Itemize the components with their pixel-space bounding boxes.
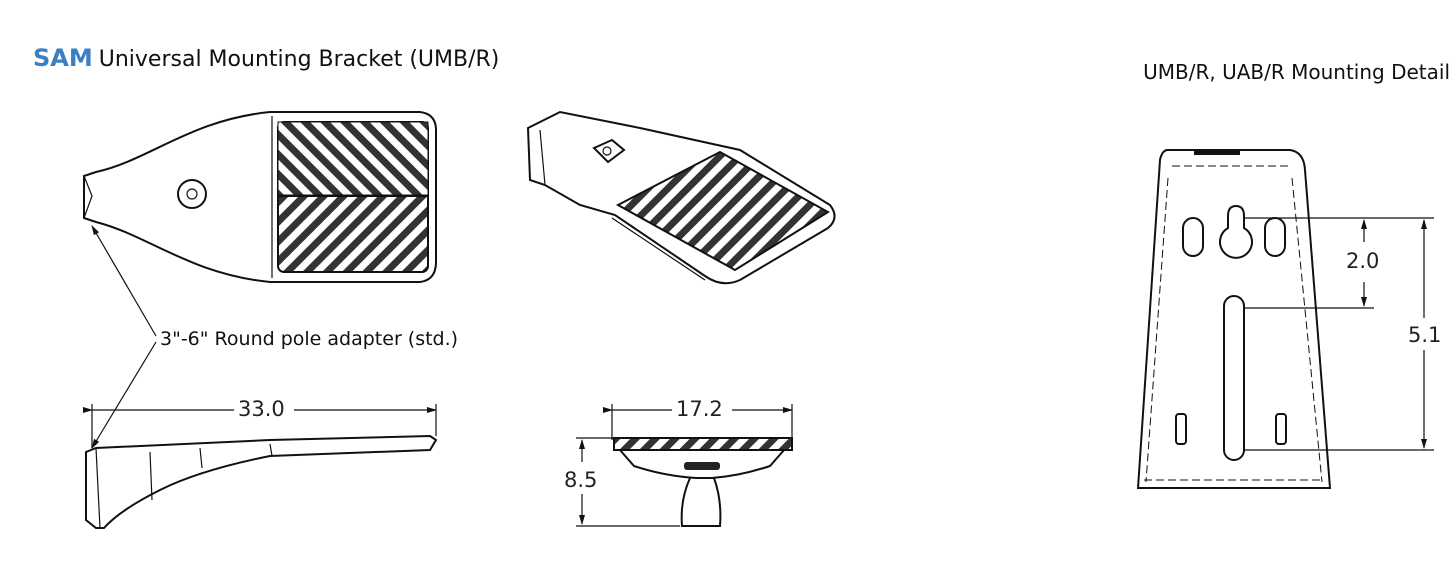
mounting-bracket-detail: 2.0 5.1 xyxy=(1136,149,1441,489)
dimension-slot-spacing: 2.0 xyxy=(1346,249,1379,273)
title-text: Universal Mounting Bracket (UMB/R) xyxy=(98,47,500,72)
perspective-view-luminaire xyxy=(526,110,836,285)
side-view-luminaire: 33.0 xyxy=(83,397,438,529)
mounting-detail-title: UMB/R, UAB/R Mounting Detail xyxy=(1143,60,1450,84)
pole-adapter-callout: 3"-6" Round pole adapter (std.) xyxy=(91,225,458,449)
dimension-overall-slot: 5.1 xyxy=(1408,323,1441,347)
top-view-luminaire xyxy=(83,111,437,283)
dimension-length: 33.0 xyxy=(238,397,285,421)
brand-name: SAM xyxy=(33,44,93,72)
dimension-height: 8.5 xyxy=(564,468,597,492)
front-view-luminaire: 17.2 8.5 xyxy=(564,397,793,527)
dimension-width: 17.2 xyxy=(676,397,723,421)
pole-adapter-label: 3"-6" Round pole adapter (std.) xyxy=(160,328,458,350)
